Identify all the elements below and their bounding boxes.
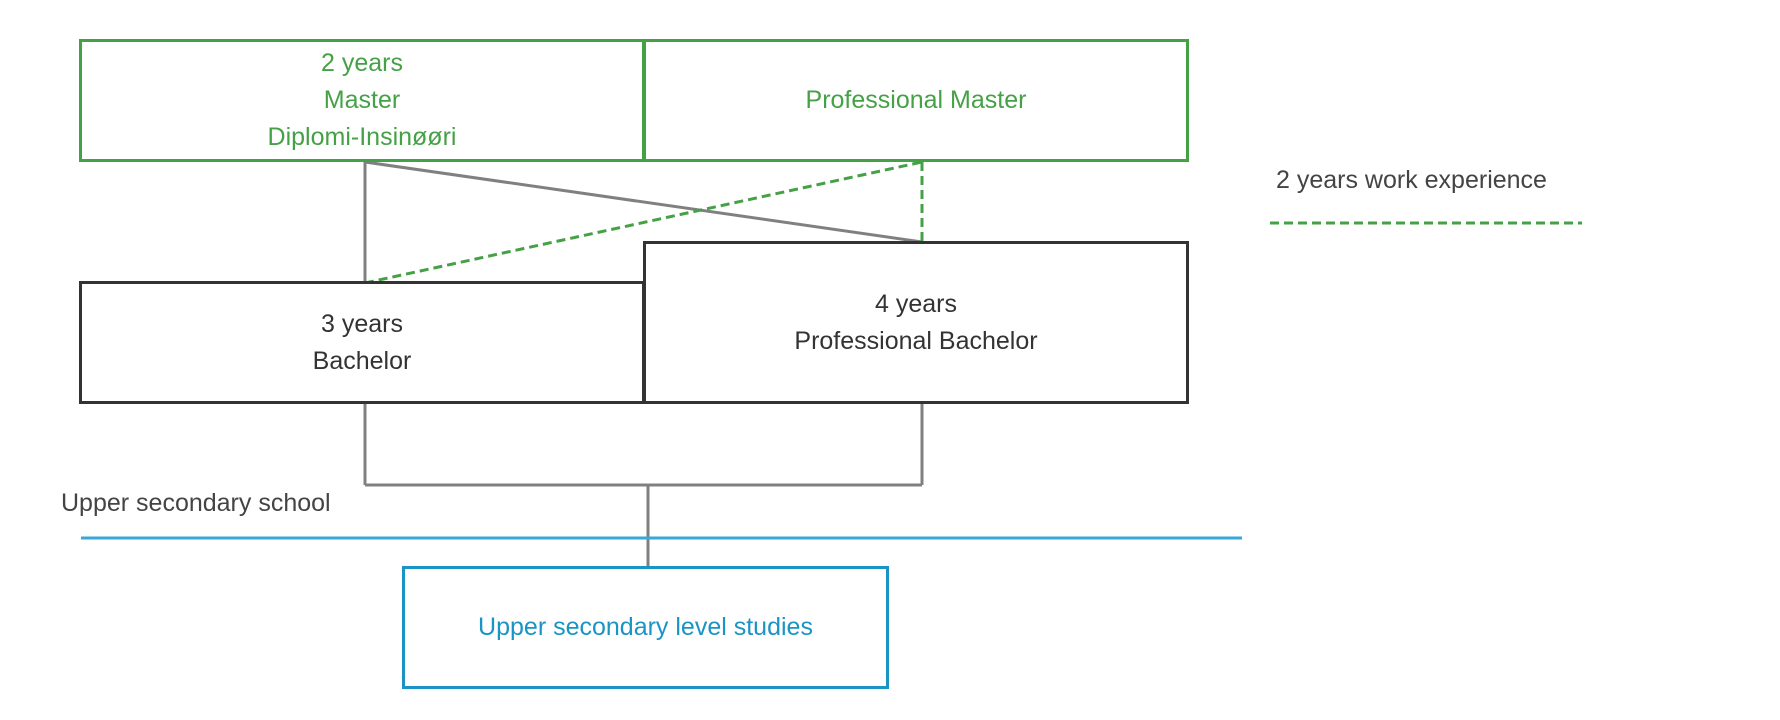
connector-master-to-prof-bachelor [364,160,923,244]
professional-bachelor-box: 4 years Professional Bachelor [643,241,1189,404]
master-subtitle: Diplomi-Insinøøri [267,123,457,151]
upper-secondary-studies-box: Upper secondary level studies [402,566,889,689]
bachelor-box: 3 years Bachelor [79,281,645,404]
upper-secondary-school-label: Upper secondary school [61,489,331,517]
master-title: Master [323,86,401,114]
legend-label: 2 years work experience [1276,166,1547,194]
master-box: 2 years Master Diplomi-Insinøøri [79,39,645,162]
work-experience-path-bachelor [364,160,923,285]
upper-secondary-studies-title: Upper secondary level studies [478,613,813,641]
bachelor-duration: 3 years [321,309,403,338]
professional-bachelor-title: Professional Bachelor [794,326,1038,355]
bachelor-title: Bachelor [312,346,412,375]
professional-master-title: Professional Master [805,86,1027,114]
professional-master-box: Professional Master [643,39,1189,162]
master-duration: 2 years [321,49,403,77]
professional-bachelor-duration: 4 years [875,289,957,318]
